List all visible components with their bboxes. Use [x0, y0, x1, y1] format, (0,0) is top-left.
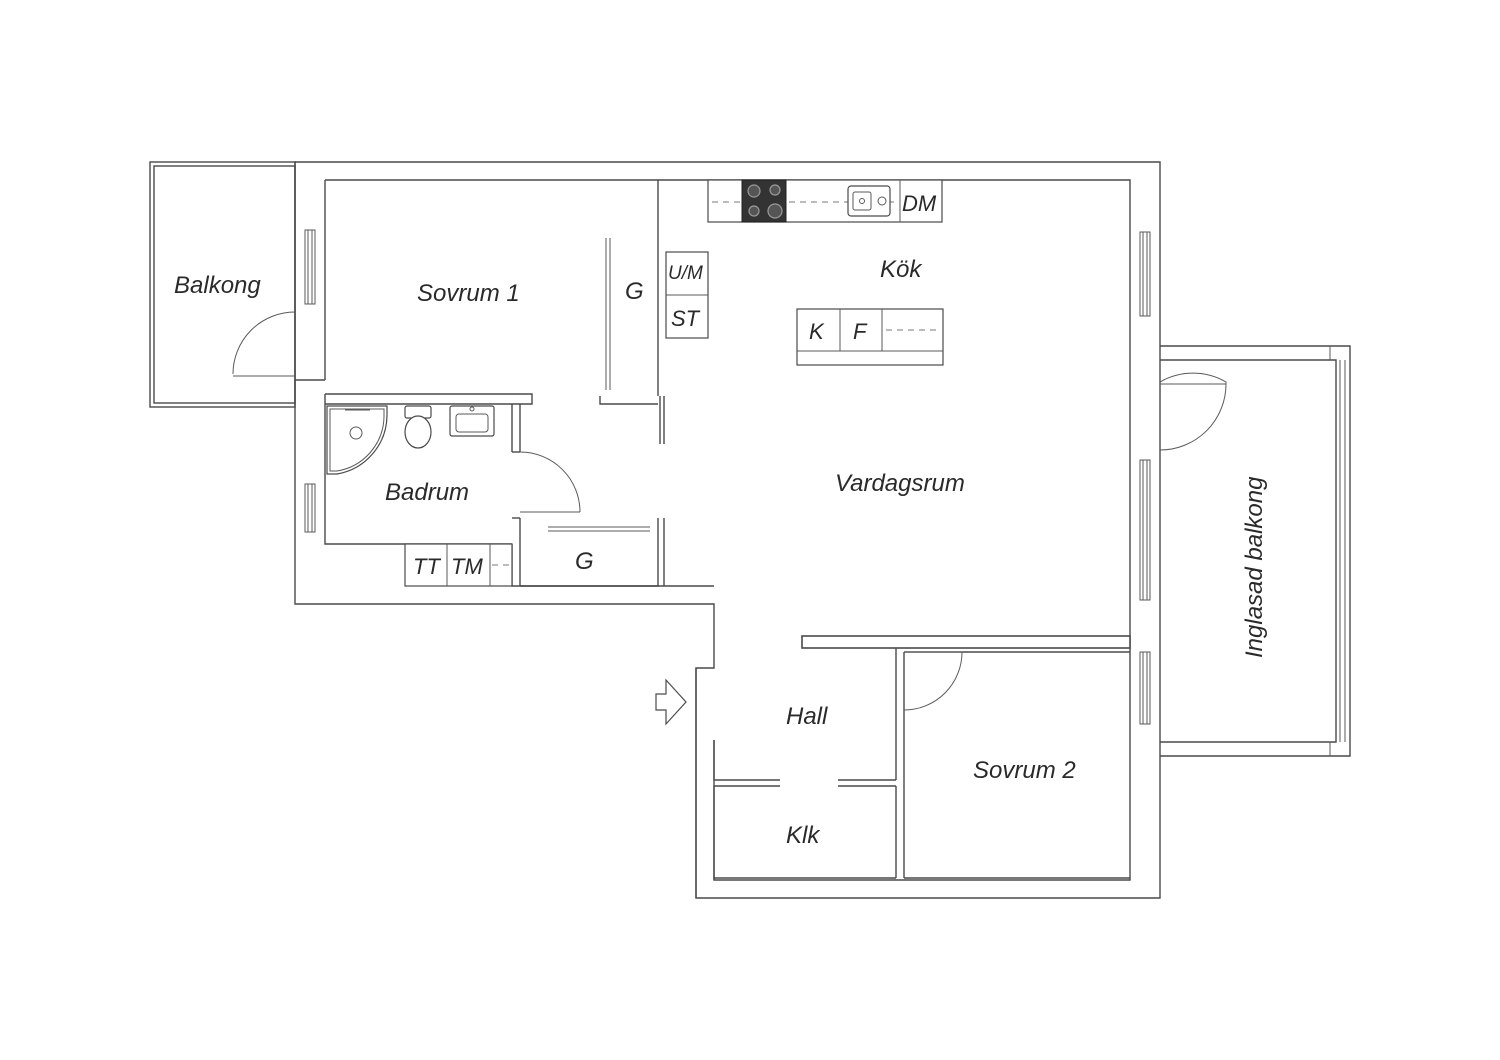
label-dm: DM — [902, 191, 937, 216]
inglasad-balkong-area: Inglasad balkong — [1159, 345, 1351, 757]
toilet-icon — [404, 405, 432, 449]
room-label-badrum: Badrum — [385, 479, 469, 506]
room-label-kok: Kök — [880, 256, 923, 283]
room-label-garderob1: G — [625, 278, 644, 305]
window-badrum — [304, 483, 316, 533]
label-um: U/M — [668, 263, 703, 284]
label-f: F — [853, 319, 868, 344]
windows-right — [1139, 231, 1151, 725]
klk: Klk — [714, 822, 896, 879]
label-k: K — [809, 319, 825, 344]
badrum: Badrum — [326, 404, 581, 513]
label-tm: TM — [451, 554, 483, 579]
sovrum2: Sovrum 2 — [904, 757, 1130, 879]
outer-wall-outline — [294, 161, 1161, 899]
kitchen-island: K F — [796, 308, 944, 366]
kitchen-counter: DM — [707, 179, 943, 223]
shower-icon — [326, 405, 388, 475]
sink-icon — [847, 185, 891, 217]
room-label-sovrum1: Sovrum 1 — [417, 280, 520, 307]
hall: Hall — [655, 651, 963, 898]
washbasin-icon — [449, 405, 495, 437]
room-label-inglasad-balkong: Inglasad balkong — [1241, 476, 1268, 658]
entrance-arrow-icon — [655, 678, 687, 726]
laundry-units: TT TM — [404, 543, 513, 587]
utility-cabinets: U/M ST — [665, 251, 709, 339]
room-label-sovrum2: Sovrum 2 — [973, 757, 1076, 784]
garderob2: G — [512, 517, 665, 586]
label-tt: TT — [413, 554, 441, 579]
room-label-garderob2: G — [575, 548, 594, 575]
room-label-klk: Klk — [786, 822, 821, 849]
balkong-area: Balkong — [149, 161, 296, 408]
outer-walls — [294, 161, 1161, 899]
room-label-hall: Hall — [786, 703, 828, 730]
window-sovrum1 — [304, 229, 316, 305]
room-label-balkong: Balkong — [174, 272, 261, 299]
partition-wall — [801, 635, 1131, 878]
room-label-vardagsrum: Vardagsrum — [835, 470, 965, 497]
sovrum1: Sovrum 1 G — [295, 180, 665, 444]
label-st: ST — [671, 306, 701, 331]
